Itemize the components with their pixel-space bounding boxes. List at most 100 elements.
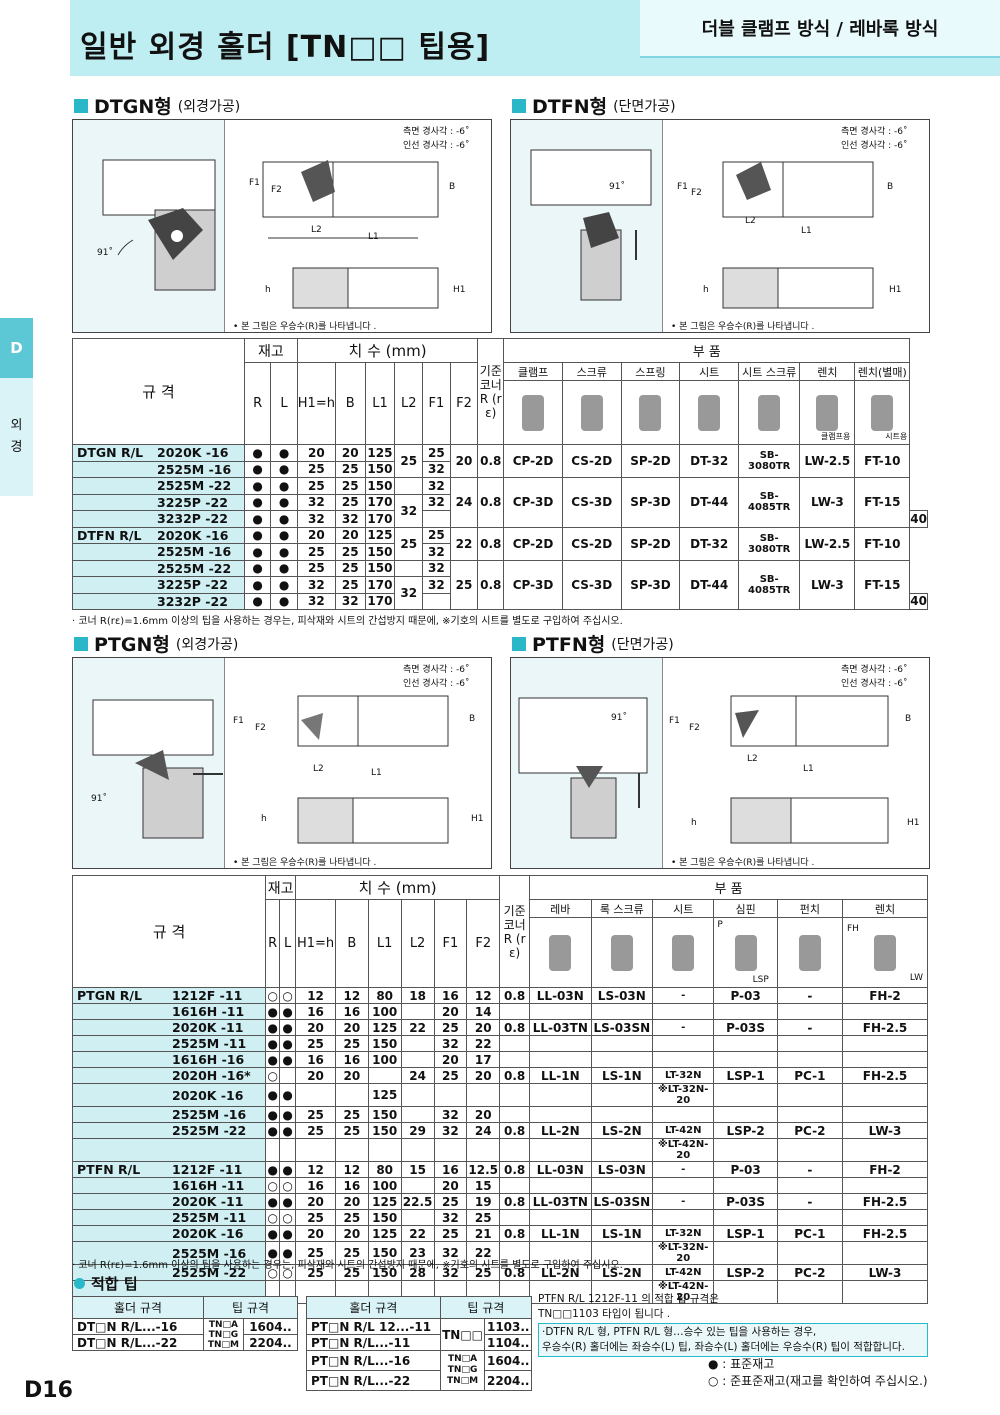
cell <box>265 1138 281 1162</box>
cell: 16 <box>295 1177 337 1194</box>
cell: 20 <box>335 1225 369 1242</box>
tip-type: TN□M <box>207 1339 239 1350</box>
model-code: 2020K -11 <box>172 1020 244 1035</box>
label-lsp: LSP <box>752 975 769 985</box>
model-code: 2020H -16* <box>172 1068 251 1083</box>
cell: PC-1 <box>776 1225 843 1242</box>
cell <box>499 1106 531 1123</box>
dim-f1: 25 <box>422 526 451 544</box>
model-code: 2525M -22 <box>172 1265 247 1280</box>
corner-r: 0.8 <box>477 526 505 561</box>
cell <box>590 1003 654 1020</box>
spec-cell: 2525M -16 <box>71 1241 267 1265</box>
cell: 18 <box>400 987 435 1004</box>
dim-h: h <box>261 814 267 824</box>
cell: 12 <box>295 1161 337 1178</box>
col-dim: F1 <box>422 362 451 445</box>
cell <box>295 1083 337 1107</box>
part-code: FT-10 <box>854 444 911 478</box>
cell: ● <box>265 1161 281 1178</box>
cell: 25 <box>335 1035 369 1052</box>
dim-h: 32 <box>296 592 336 610</box>
spec-cell: 2525M -22 <box>72 559 245 577</box>
col-part: 렌치(별매) <box>854 362 911 381</box>
part-code: CS-2D <box>561 444 622 478</box>
diagram-ptfn: 측면 경사각 : -6˚ 인선 경사각 : -6˚ 91˚ B L1 L2 F1… <box>510 657 930 869</box>
cell: LL-03TN <box>529 1019 592 1036</box>
cell: FH-2 <box>841 987 929 1004</box>
cell <box>335 1138 369 1162</box>
spec-cell: 2020K -16 <box>71 1083 267 1107</box>
dim-h: h <box>691 818 697 828</box>
col-part: 스프링 <box>620 362 681 381</box>
dim-f1: F1 <box>249 178 260 188</box>
model-code: 1616H -11 <box>172 1004 245 1019</box>
dim-f2: F2 <box>271 185 282 195</box>
dim-f1: 32 <box>422 477 451 495</box>
cell: LW-3 <box>841 1264 929 1281</box>
cell: PC-2 <box>776 1122 843 1139</box>
model-code: 2525M -11 <box>172 1210 247 1225</box>
dim-l2 <box>422 510 451 528</box>
part-code: DT-44 <box>679 477 740 528</box>
cell: LL-03N <box>529 987 592 1004</box>
holder-spec: PT□N R/L 12...-11 <box>306 1318 441 1335</box>
cell <box>841 1035 929 1052</box>
col-part: 시트 <box>652 899 715 918</box>
cell: LL-1N <box>529 1225 592 1242</box>
stock-l: ● <box>270 460 298 478</box>
cell <box>841 1051 929 1068</box>
model-code: 1212F -11 <box>172 1162 243 1177</box>
dim-b: B <box>887 182 894 192</box>
stock-l: ● <box>270 510 298 528</box>
cell: PC-2 <box>776 1264 843 1281</box>
cell: LSP-1 <box>713 1225 778 1242</box>
dim-l2 <box>394 477 424 495</box>
spec-cell: 3225P -22 <box>72 576 245 594</box>
cell <box>400 1051 435 1068</box>
cell <box>466 1138 501 1162</box>
part-icon <box>698 394 721 431</box>
square-icon <box>512 98 526 113</box>
part-icon <box>758 394 781 431</box>
cell <box>295 1138 337 1162</box>
cell: ※LT-32N-20 <box>652 1083 715 1107</box>
cell <box>713 1280 778 1304</box>
cell: 25 <box>335 1106 369 1123</box>
cell: 100 <box>367 1051 402 1068</box>
cell <box>529 1241 592 1265</box>
stock-r: ● <box>243 510 272 528</box>
cell: 15 <box>400 1161 435 1178</box>
cell <box>776 1051 843 1068</box>
tip-type: TN□A <box>448 1354 478 1364</box>
col-tip: 팁 규격 <box>439 1296 533 1319</box>
legend-semi: ○ : 준표준재고(재고를 확인하여 주십시오.) <box>708 1374 928 1388</box>
cell: 150 <box>367 1122 402 1139</box>
tip-type: TN□G <box>208 1329 239 1340</box>
stock-r: ● <box>243 493 272 511</box>
cell: 16 <box>335 1003 369 1020</box>
cell <box>841 1241 929 1265</box>
cell: 25 <box>295 1241 337 1265</box>
cell: 12 <box>466 987 501 1004</box>
spec-cell: 2020K -11 <box>71 1193 267 1210</box>
cell <box>776 1209 843 1226</box>
model-code: 3232P -22 <box>157 511 228 527</box>
cell: 125 <box>367 1193 402 1210</box>
stock-l: ● <box>270 559 298 577</box>
stock-l: ● <box>270 526 298 544</box>
corner-r: 0.8 <box>477 559 505 610</box>
cell: ※LT-32N-20 <box>652 1241 715 1265</box>
stock-l: ● <box>270 477 298 495</box>
tips-title: 적합 팁 <box>91 1275 138 1293</box>
cell <box>400 1003 435 1020</box>
part-image <box>620 380 681 445</box>
table-row: ※LT-42N-20 <box>71 1138 929 1162</box>
col-parts: 부 품 <box>529 875 928 900</box>
col-dim: B <box>334 362 366 445</box>
cell: 16 <box>295 1003 337 1020</box>
